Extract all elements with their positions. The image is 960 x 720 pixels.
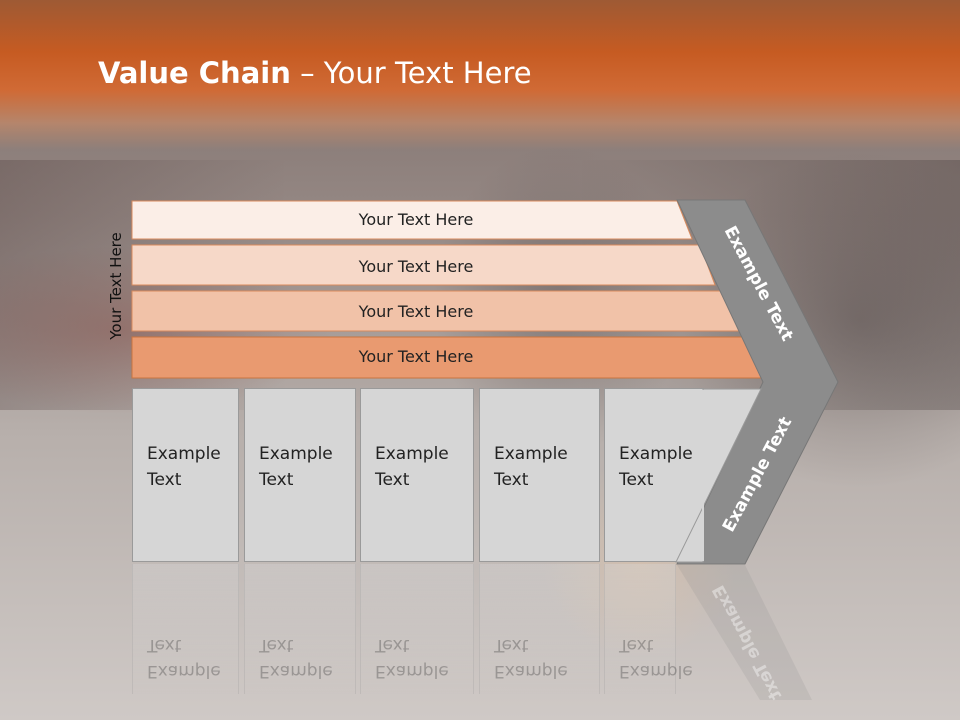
column-reflection-1-line1: Example [147, 661, 221, 681]
title-bold: Value Chain [98, 56, 291, 90]
title-banner [0, 0, 960, 150]
column-reflection-2: Example Text [244, 564, 356, 694]
column-reflection-4: Example Text [479, 564, 600, 694]
bar-1-label: Your Text Here [358, 210, 474, 229]
column-4-line2: Text [494, 470, 529, 490]
column-4-line1: Example [494, 444, 568, 464]
bar-1[interactable] [131, 200, 693, 240]
column-reflection-3-text: Example Text [375, 632, 495, 684]
column-5-line1: Example [619, 444, 693, 464]
bar-4-label: Your Text Here [358, 347, 474, 366]
column-reflection-3-line1: Example [375, 661, 449, 681]
bar-2[interactable] [131, 244, 716, 286]
column-reflection-4-line2: Text [494, 635, 529, 655]
column-reflection-2-line1: Example [259, 661, 333, 681]
column-reflection-4-text: Example Text [494, 632, 614, 684]
column-2-line2: Text [259, 470, 294, 490]
bar-2-label: Your Text Here [358, 257, 474, 276]
chevron-reflection [677, 565, 812, 700]
column-1-line1: Example [147, 444, 221, 464]
column-reflection-5: Example Text [604, 564, 693, 694]
title-rest: – Your Text Here [290, 56, 532, 90]
column-reflection-1: Example Text [132, 564, 239, 694]
column-3-line2: Text [375, 470, 410, 490]
column-2-line1: Example [259, 444, 333, 464]
column-5-line2: Text [619, 470, 654, 490]
column-reflection-1-line2: Text [147, 635, 182, 655]
column-reflection-2-line2: Text [259, 635, 294, 655]
column-reflection-5-line1: Example [619, 661, 693, 681]
column-reflection-3: Example Text [360, 564, 474, 694]
column-3-line1: Example [375, 444, 449, 464]
column-reflection-5-text: Example Text [619, 632, 739, 684]
column-reflection-3-line2: Text [375, 635, 410, 655]
column-reflection-5-line2: Text [619, 635, 654, 655]
column-reflection-4-line1: Example [494, 661, 568, 681]
bar-3-label: Your Text Here [358, 302, 474, 321]
slide-title: Value Chain – Your Text Here [98, 56, 532, 90]
column-1-line2: Text [147, 470, 182, 490]
